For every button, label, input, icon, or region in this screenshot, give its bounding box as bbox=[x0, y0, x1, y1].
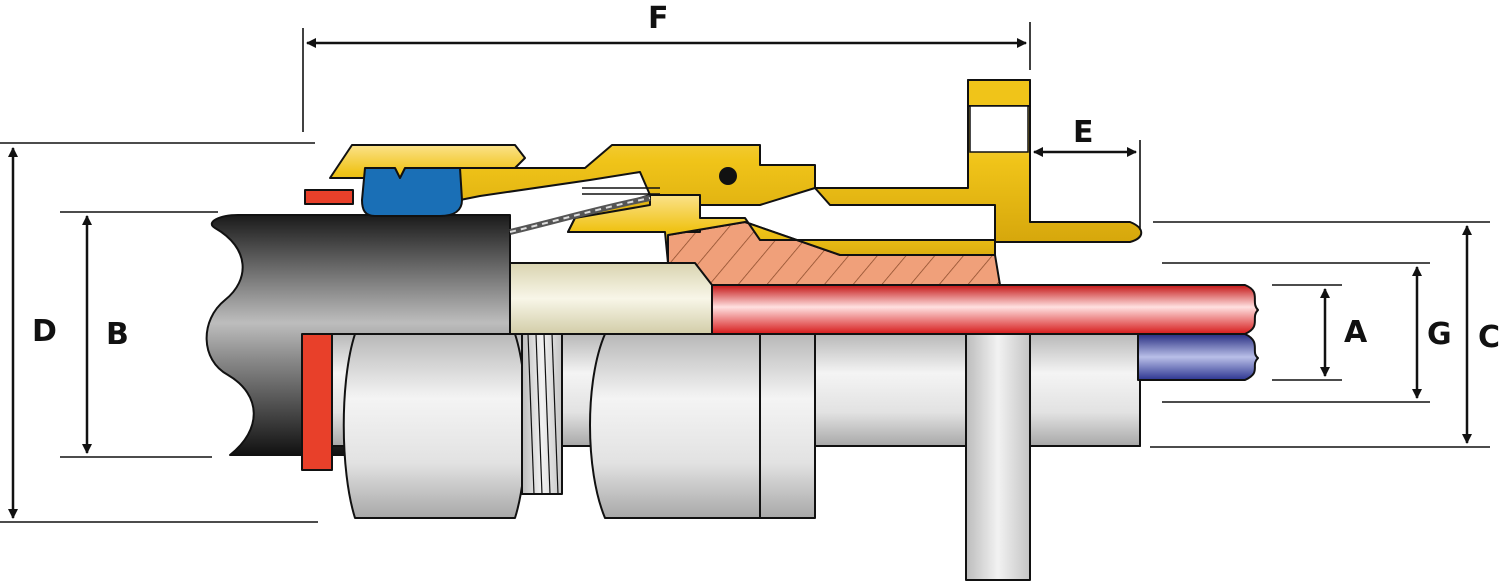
dimension-label-c: C bbox=[1478, 320, 1500, 355]
red-conductor bbox=[711, 284, 1259, 335]
thread-lines bbox=[527, 333, 559, 495]
red-seal-ring bbox=[301, 333, 333, 471]
dimension-label-a: A bbox=[1344, 315, 1368, 350]
dimension-label-d: D bbox=[32, 314, 57, 349]
red-seal-tab bbox=[304, 189, 354, 205]
dimension-label-f: F bbox=[648, 1, 669, 36]
blue-conductor bbox=[1137, 333, 1259, 381]
dimension-label-e: E bbox=[1073, 115, 1094, 150]
dimension-arrows bbox=[8, 38, 1472, 519]
o-ring bbox=[719, 167, 737, 185]
gland-body-lower bbox=[331, 333, 1141, 581]
blue-seal-ring bbox=[361, 167, 463, 217]
extension-lines bbox=[0, 22, 1490, 523]
dimension-label-b: B bbox=[106, 317, 129, 352]
inner-insulation bbox=[509, 262, 716, 335]
dimension-label-g: G bbox=[1427, 317, 1452, 352]
